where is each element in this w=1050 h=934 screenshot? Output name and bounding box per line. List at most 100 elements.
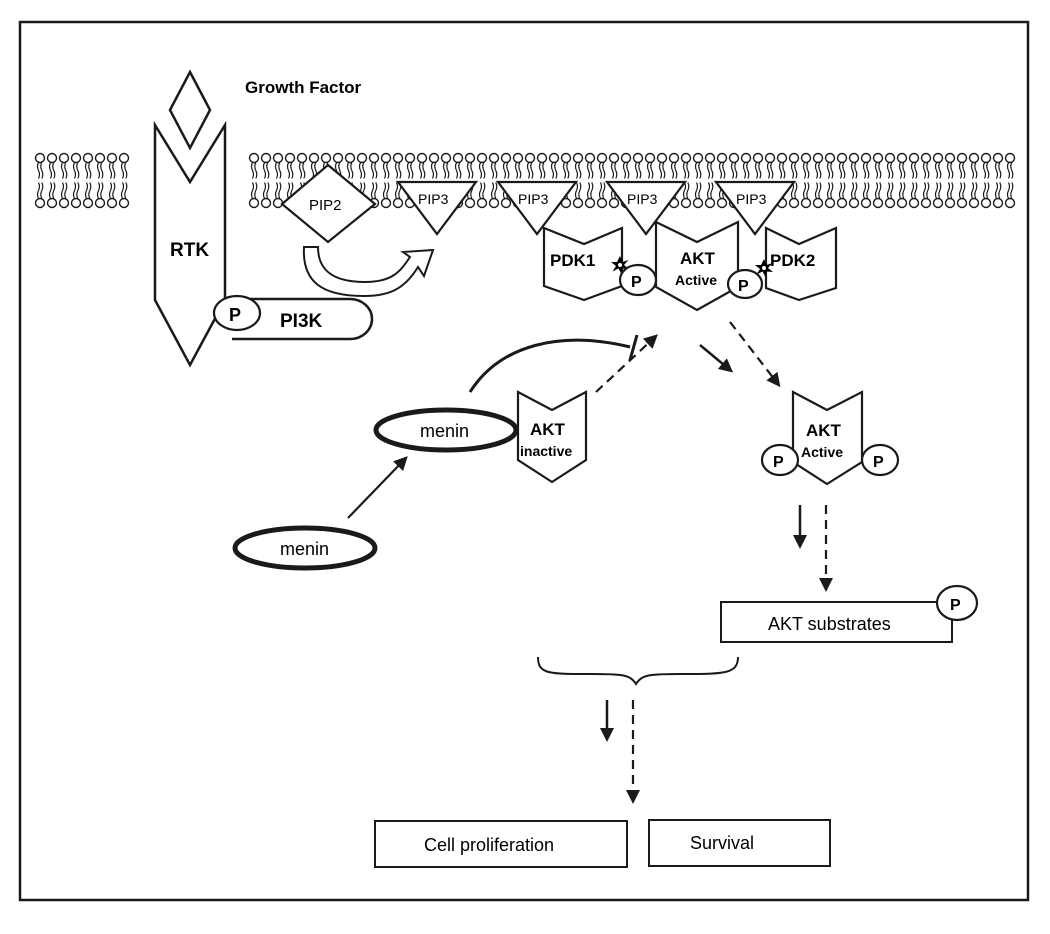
lipid-inner [824,181,836,209]
pip2-label: PIP2 [309,197,342,214]
akt-cytosol-phospho-right [860,443,900,477]
lipid-inner [82,181,94,209]
lipid-outer [260,152,272,180]
lipid-inner [70,181,82,209]
lipid-outer [908,152,920,180]
pi3k-label: PI3K [280,311,323,332]
akt-release-solid-arrow [699,344,734,373]
lipid-inner [46,181,58,209]
lipid-outer [380,152,392,180]
lipid-inner [848,181,860,209]
lipid-inner [860,181,872,209]
lipid-outer [572,152,584,180]
lipid-outer [896,152,908,180]
lipid-inner [956,181,968,209]
menin-free-label: menin [280,539,329,559]
lipid-inner [94,181,106,209]
akt-active-membrane-state: Active [675,272,717,288]
menin-free-shape [232,525,378,571]
lipid-outer [356,152,368,180]
outcome-brace [537,656,739,686]
lipid-outer [644,152,656,180]
lipid-inner [884,181,896,209]
lipid-inner [692,181,704,209]
lipid-outer [980,152,992,180]
lipid-outer [860,152,872,180]
lipid-outer [632,152,644,180]
lipid-inner [704,181,716,209]
lipid-outer [764,152,776,180]
menin-bound-shape [373,407,519,453]
growth-factor-label: Growth Factor [245,78,362,97]
lipid-outer [70,152,82,180]
lipid-outer [956,152,968,180]
lipid-inner [1004,181,1016,209]
lipid-outer [524,152,536,180]
lipid-outer [58,152,70,180]
menin-binding-arrow [347,456,408,519]
lipid-outer [692,152,704,180]
akt-inactive-shape [516,390,588,484]
lipid-outer [296,152,308,180]
lipid-inner [872,181,884,209]
lipid-outer [584,152,596,180]
inhibition-bar [628,334,639,361]
lipid-inner [896,181,908,209]
pdk2-label: PDK2 [770,251,815,270]
lipid-outer [920,152,932,180]
menin-inhibition-arc [468,338,631,393]
cell-proliferation-label: Cell proliferation [424,835,554,855]
lipid-outer [488,152,500,180]
lipid-outer [368,152,380,180]
lipid-outer [656,152,668,180]
lipid-inner [800,181,812,209]
lipid-outer [992,152,1004,180]
akt-substrates-label: AKT substrates [768,614,891,634]
pip3-shape-4 [713,180,797,236]
lipid-inner [118,181,130,209]
survival-box [648,819,831,867]
lipid-inner [596,181,608,209]
akt-substrates-box [720,601,953,643]
akt-active-cytosol-label: AKT [806,421,842,440]
lipid-outer [848,152,860,180]
lipid-outer [284,152,296,180]
pi3k-phospho-circle [212,294,262,332]
pip2-shape [280,163,377,244]
lipid-outer [800,152,812,180]
lipid-inner [34,181,46,209]
lipid-inner [488,181,500,209]
lipid-outer [440,152,452,180]
lipid-outer [668,152,680,180]
lipid-inner [908,181,920,209]
lipid-outer [704,152,716,180]
lipid-outer [272,152,284,180]
lipid-outer [500,152,512,180]
lipid-outer [788,152,800,180]
lipid-outer [560,152,572,180]
akt-cytosol-phospho-left [760,443,800,477]
lipid-inner [932,181,944,209]
lipid-outer [716,152,728,180]
akt-membrane-phospho-left [618,263,658,297]
lipid-inner [248,181,260,209]
lipid-outer [248,152,260,180]
pi3k-phospho-label: P [229,305,241,325]
lipid-inner [106,181,118,209]
lipid-outer [34,152,46,180]
akt-inactive-state: inactive [520,443,572,459]
akt-membrane-phospho-right-label: P [738,278,749,295]
lipid-inner [58,181,70,209]
lipid-inner [260,181,272,209]
pip2-to-pip3-arrow [302,246,435,298]
rtk-label: RTK [170,240,209,261]
menin-bound-label: menin [420,421,469,441]
lipid-outer [392,152,404,180]
lipid-outer [1004,152,1016,180]
lipid-inner [968,181,980,209]
lipid-outer [932,152,944,180]
lipid-outer [872,152,884,180]
lipid-inner [380,181,392,209]
lipid-outer [620,152,632,180]
